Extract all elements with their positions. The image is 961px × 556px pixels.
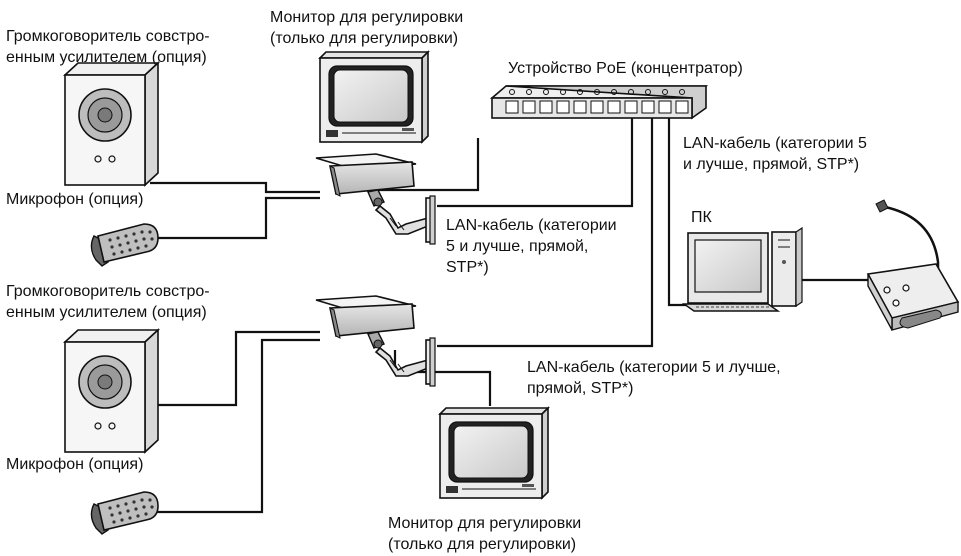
pc-label: ПК <box>691 209 712 226</box>
lan-camera-bottom-label-line-1: LAN-кабель (категории 5 и лучше, <box>527 359 781 376</box>
lan-pc-label-line-2: и лучше, прямой, STP*) <box>683 156 860 173</box>
lan-pc-label: LAN-кабель (категории 5 и лучше, прямой,… <box>683 133 867 175</box>
camera-icon <box>315 153 436 245</box>
cable-lan-pc <box>667 116 688 307</box>
monitor-top-label: Монитор для регулировки (только для регу… <box>270 7 463 49</box>
cable-lan-camera-bottom <box>437 116 654 348</box>
lan-camera-top-label: LAN-кабель (категории 5 и лучше, прямой,… <box>446 215 617 278</box>
crt-monitor-icon <box>439 407 549 499</box>
speaker-bottom-label-line-1: Громкоговоритель совстро- <box>6 283 210 300</box>
desk-microphone-icon <box>866 199 960 331</box>
cable-lan-camera-top <box>437 116 634 208</box>
monitor-bottom-label: Монитор для регулировки (только для регу… <box>388 513 581 555</box>
lan-camera-top-label-line-3: STP*) <box>446 259 489 276</box>
monitor-top-label-line-2: (только для регулировки) <box>270 30 459 47</box>
speaker-icon <box>64 62 159 186</box>
lan-camera-top-label-line-1: LAN-кабель (категории <box>446 217 617 234</box>
camera-icon <box>315 295 436 387</box>
speaker-bottom-label: Громкоговоритель совстро- енным усилител… <box>6 281 210 323</box>
monitor-bottom-label-line-1: Монитор для регулировки <box>388 515 582 532</box>
microphone-icon <box>90 491 159 535</box>
poe-hub-label: Устройство PoE (концентратор) <box>508 60 743 77</box>
cable-monitor-bottom <box>393 350 492 406</box>
mic-bottom-label: Микрофон (опция) <box>6 456 144 473</box>
monitor-bottom-label-line-2: (только для регулировки) <box>388 536 577 553</box>
lan-pc-label-line-1: LAN-кабель (категории 5 <box>683 135 867 152</box>
cable-mic-bottom <box>150 338 320 514</box>
lan-camera-bottom-label-line-2: прямой, STP*) <box>527 380 634 397</box>
mic-top-label: Микрофон (опция) <box>6 191 144 208</box>
speaker-bottom-label-line-2: енным усилителем (опция) <box>6 304 207 321</box>
speaker-icon <box>64 329 159 453</box>
lan-camera-bottom-label: LAN-кабель (категории 5 и лучше, прямой,… <box>527 357 781 399</box>
speaker-top-label: Громкоговоритель совстро- енным усилител… <box>6 26 210 68</box>
microphone-icon <box>90 223 159 267</box>
speaker-top-label-line-1: Громкоговоритель совстро- <box>6 28 210 45</box>
monitor-top-label-line-1: Монитор для регулировки <box>270 9 464 26</box>
cable-mic-top <box>150 196 320 240</box>
crt-monitor-icon <box>319 51 429 143</box>
lan-camera-top-label-line-2: 5 и лучше, прямой, <box>446 238 589 255</box>
cable-speaker-top <box>150 181 320 194</box>
cable-speaker-bottom <box>150 330 320 407</box>
speaker-top-label-line-2: енным усилителем (опция) <box>6 49 207 66</box>
poe-hub-icon <box>489 85 709 120</box>
desktop-pc-icon <box>681 226 803 312</box>
